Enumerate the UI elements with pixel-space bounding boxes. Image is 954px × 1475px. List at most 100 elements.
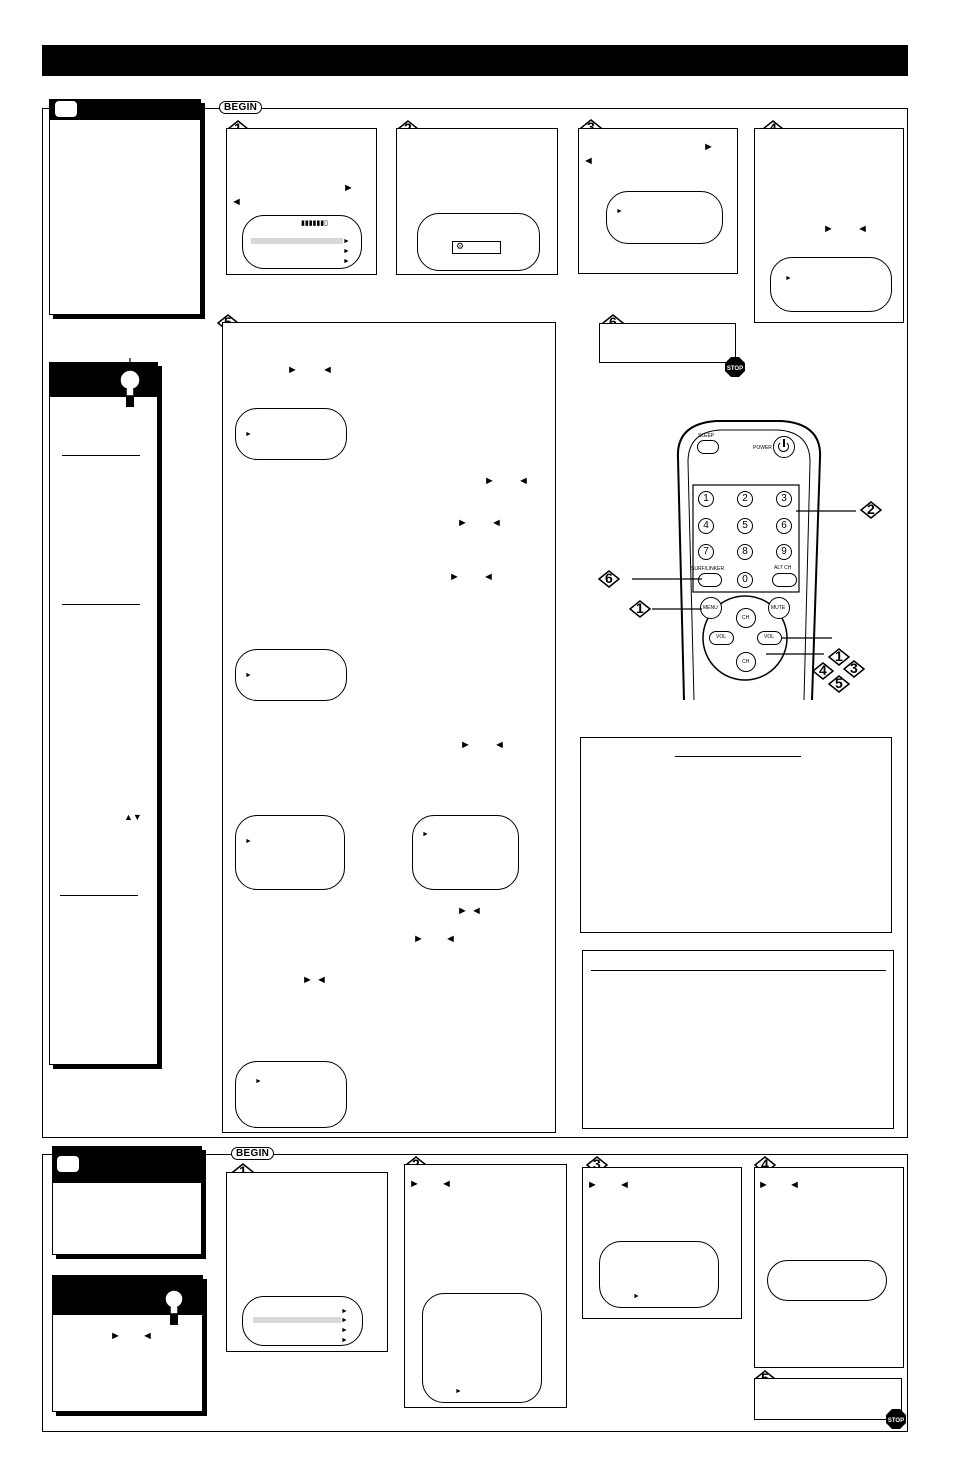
- info-box-2: [582, 950, 894, 1129]
- left-arrow-icon: ◄: [494, 739, 505, 751]
- channel-entry-box: [452, 241, 501, 254]
- hint-box: ▲▼: [49, 362, 158, 1065]
- menu-highlight-row: [251, 238, 343, 244]
- page-header-bar: [42, 45, 908, 76]
- tv-screen-e: ►: [235, 1061, 347, 1128]
- surf-label: SURF/LINKER: [691, 566, 725, 572]
- selector-arrow-icon: ►: [245, 431, 252, 438]
- power-button[interactable]: [773, 436, 795, 458]
- volume-bar: ▮▮▮▮▮▮▯: [301, 220, 328, 227]
- key-3[interactable]: 3: [776, 491, 792, 507]
- bottom-step-3-number: 3: [593, 1156, 601, 1172]
- up-down-arrow-icon: ▲▼: [124, 812, 142, 822]
- key-6[interactable]: 6: [776, 518, 792, 534]
- info-box-1-rule: [675, 756, 801, 757]
- step-5-panel: ► ◄ ► ► ◄ ► ◄ ► ◄ ► ► ◄ ► ► ► ◄ ► ◄ ► ◄ …: [222, 322, 556, 1133]
- vol-up-button[interactable]: VOL: [757, 631, 782, 645]
- callout-6-badge: [597, 570, 621, 588]
- left-arrow-icon: ◄: [483, 571, 494, 583]
- bottom-intro-header: [53, 1147, 201, 1183]
- power-label: POWER: [753, 445, 772, 451]
- callout-4-number: 4: [819, 662, 827, 678]
- key-7[interactable]: 7: [698, 544, 714, 560]
- callout-6-number: 6: [605, 570, 613, 586]
- bottom-step-1-panel: ► ► ► ►: [226, 1172, 388, 1352]
- altch-button[interactable]: [772, 573, 797, 587]
- right-arrow-icon: ►: [449, 571, 460, 583]
- right-arrow-icon: ►: [703, 141, 714, 153]
- callout-3-number: 3: [850, 660, 858, 676]
- step-4-panel: ► ◄ ►: [754, 128, 904, 323]
- gear-icon: ⚙: [456, 241, 465, 251]
- lightbulb-icon: [153, 1279, 195, 1325]
- hint-rule-2: [62, 604, 140, 605]
- step-6-panel: [599, 323, 736, 363]
- info-box-1: [580, 737, 892, 933]
- left-arrow-icon: ◄: [316, 974, 327, 986]
- selector-arrow-icon: ►: [422, 831, 429, 838]
- right-arrow-icon: ►: [343, 182, 354, 194]
- stop-label: STOP: [727, 366, 743, 372]
- right-arrow-icon: ►: [457, 905, 468, 917]
- sleep-button[interactable]: [697, 440, 719, 454]
- menu-button[interactable]: MENU: [700, 597, 722, 619]
- ch-up-label: CH: [742, 615, 750, 621]
- callout-2-badge: [859, 501, 883, 519]
- right-arrow-icon: ►: [110, 1330, 121, 1342]
- tv-screen-tall: ►: [422, 1293, 542, 1403]
- right-arrow-icon: ►: [413, 933, 424, 945]
- stop-label: STOP: [888, 1418, 904, 1424]
- left-arrow-icon: ◄: [789, 1179, 800, 1191]
- ch-down-button[interactable]: CH: [736, 652, 756, 672]
- vol-up-label: VOL: [764, 634, 775, 640]
- selector-arrow-icon: ►: [245, 838, 252, 845]
- power-icon-line: [783, 439, 785, 447]
- mute-button[interactable]: MUTE: [768, 597, 790, 619]
- menu-row-arrow-icon: ►: [341, 1317, 348, 1324]
- step-2-panel: ⚙: [396, 128, 558, 275]
- tv-screen-setting: [767, 1260, 887, 1301]
- intro-box-header: [50, 100, 200, 120]
- bottom-step-4-number: 4: [761, 1156, 769, 1172]
- begin-label: BEGIN: [219, 101, 263, 114]
- tv-screen-c: ►: [235, 815, 345, 890]
- left-arrow-icon: ◄: [619, 1179, 630, 1191]
- info-box-2-rule: [591, 970, 886, 971]
- tv-screen-a: ►: [235, 408, 347, 460]
- left-arrow-icon: ◄: [445, 933, 456, 945]
- key-4[interactable]: 4: [698, 518, 714, 534]
- begin-rule: [270, 108, 907, 109]
- ch-up-button[interactable]: CH: [736, 608, 756, 628]
- selector-arrow-icon: ►: [455, 1388, 462, 1395]
- right-arrow-icon: ►: [460, 739, 471, 751]
- bottom-step-4-panel: ► ◄: [754, 1167, 904, 1368]
- callout-1-number: 1: [636, 600, 644, 616]
- step-1-panel: ► ◄ ▮▮▮▮▮▮▯ ► ► ►: [226, 128, 377, 275]
- right-arrow-icon: ►: [587, 1179, 598, 1191]
- tv-screen-d: ►: [412, 815, 519, 890]
- vol-down-button[interactable]: VOL: [709, 631, 734, 645]
- remote-body: [676, 420, 822, 700]
- key-5[interactable]: 5: [737, 518, 753, 534]
- tv-screen-b: ►: [235, 649, 347, 701]
- right-arrow-icon: ►: [409, 1178, 420, 1190]
- altch-label: ALT CH: [774, 565, 792, 571]
- menu-row-arrow-icon: ►: [341, 1337, 348, 1344]
- intro-box: [49, 99, 201, 315]
- right-arrow-icon: ►: [287, 364, 298, 376]
- key-0[interactable]: 0: [737, 572, 753, 588]
- sleep-label: SLEEP: [698, 433, 715, 439]
- surf-button[interactable]: [698, 573, 722, 587]
- key-2[interactable]: 2: [737, 491, 753, 507]
- tv-screen-channel: ⚙: [417, 213, 540, 271]
- key-1[interactable]: 1: [698, 491, 714, 507]
- bottom-intro-box: [52, 1146, 202, 1255]
- right-arrow-icon: ►: [484, 475, 495, 487]
- right-arrow-icon: ►: [758, 1179, 769, 1191]
- bottom-step-1-number: 1: [239, 1163, 247, 1179]
- key-9[interactable]: 9: [776, 544, 792, 560]
- menu-label: MENU: [703, 605, 718, 611]
- key-8[interactable]: 8: [737, 544, 753, 560]
- tv-screen-menu: ► ► ► ►: [242, 1296, 363, 1346]
- step-3-panel: ► ◄ ►: [578, 128, 738, 274]
